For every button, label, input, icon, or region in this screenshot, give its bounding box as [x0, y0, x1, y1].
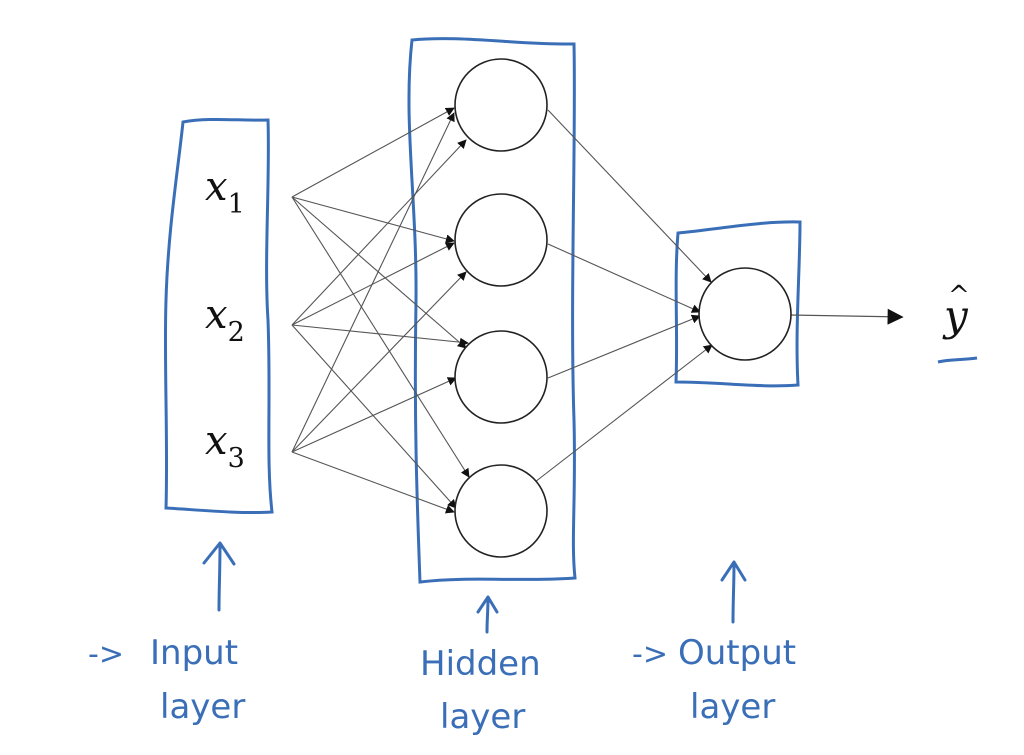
connection-x2-h2 [291, 242, 455, 326]
input-annotation-prefix: -> [88, 637, 124, 672]
connection-x1-h3 [291, 196, 467, 349]
connection-x1-h4 [291, 196, 470, 478]
input-label-x2: x2 [205, 292, 245, 348]
connection-x3-h1 [291, 112, 455, 453]
output-arrow [789, 308, 904, 325]
connection-x2-h1 [291, 139, 467, 326]
connection-x1-h1 [291, 107, 455, 198]
hidden-neuron-2 [454, 193, 548, 287]
yhat-base: y [942, 291, 969, 340]
connection-x3-h2 [291, 271, 467, 453]
hidden-annotation-line2: layer [440, 697, 525, 737]
output-neuron [698, 267, 792, 361]
output-layer-box [674, 220, 802, 388]
connection-h4-out [534, 344, 713, 483]
connection-x2-h3 [291, 324, 469, 347]
input-label-x3: x3 [205, 418, 245, 474]
hidden-annotation-up-arrow [476, 595, 499, 634]
input-annotation-line2: layer [160, 687, 245, 727]
hidden-layer-box [407, 37, 577, 584]
connection-x3-h4 [291, 451, 455, 514]
input-annotation-up-arrow [202, 541, 236, 612]
output-label-yhat: ^ y [937, 281, 978, 364]
input-annotation-line1: Input [150, 633, 238, 673]
hidden-neurons [454, 58, 548, 558]
connection-h2-out [547, 243, 701, 313]
output-layer-annotation: -> Output layer [632, 633, 796, 727]
hidden-layer-annotation: Hidden layer [420, 644, 541, 737]
hidden-neuron-1 [454, 58, 548, 152]
yhat-hat: ^ [948, 281, 970, 311]
output-annotation-line2: layer [690, 687, 775, 727]
hidden-neuron-3 [454, 330, 548, 424]
connection-x1-h2 [291, 196, 455, 244]
output-annotation-up-arrow [720, 560, 747, 624]
connection-x3-h3 [291, 377, 457, 453]
annotation-arrows [202, 541, 747, 634]
output-annotation-prefix: -> [632, 637, 668, 672]
output-annotation-line1: Output [678, 633, 796, 673]
hidden-annotation-line1: Hidden [420, 644, 541, 684]
connection-x2-h4 [291, 324, 457, 509]
input-layer-annotation: -> Input layer [88, 633, 245, 727]
hidden-neuron-4 [454, 464, 548, 558]
input-hidden-connections [291, 107, 470, 514]
hidden-output-connections [534, 109, 713, 483]
yhat-underline [937, 356, 978, 364]
input-label-x1: x1 [205, 164, 245, 220]
connection-h1-out [547, 109, 712, 283]
connection-h3-out [547, 314, 701, 379]
input-layer-box [163, 117, 274, 515]
